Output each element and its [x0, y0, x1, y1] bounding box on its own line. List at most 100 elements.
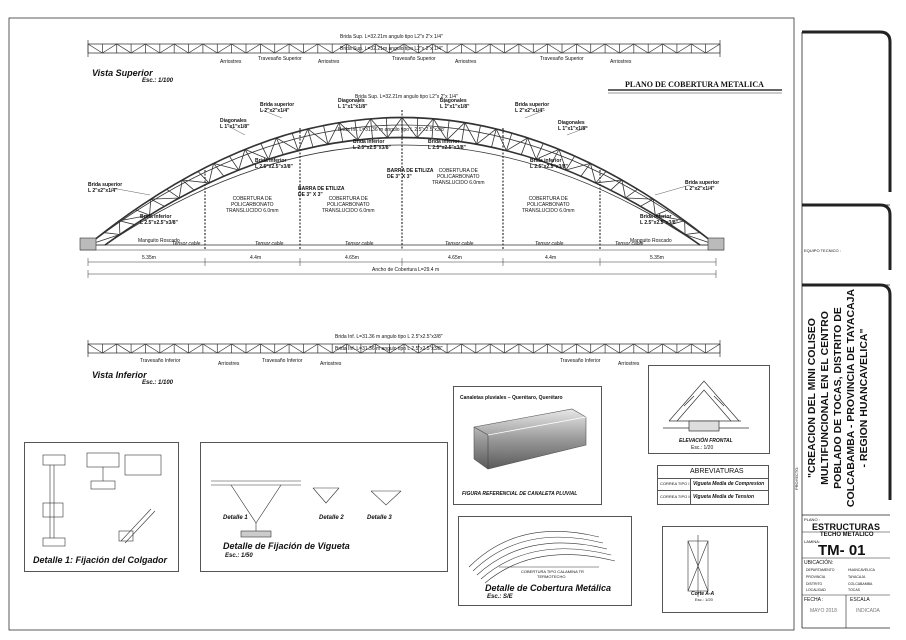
- cobertura-detail-label: COBERTURA TIPO CALAMINA TR: [521, 569, 584, 574]
- drawing-line: [590, 343, 606, 354]
- abrev-code-1: CORREA TIPO II: [660, 494, 691, 499]
- drawing-line: [461, 343, 477, 354]
- drawing-line: [604, 343, 620, 354]
- drawing-line: [346, 343, 362, 354]
- detalle1-graphic: [42, 452, 162, 547]
- drawing-line: [670, 220, 685, 225]
- drawing-line: [274, 43, 290, 54]
- drawing-line: [489, 43, 505, 54]
- drawing-line: [245, 43, 261, 54]
- drawing-line: [288, 343, 304, 354]
- drawing-line: [276, 137, 299, 152]
- drawing-line: [338, 122, 358, 141]
- drawing-line: [145, 343, 161, 354]
- bottom-view-scale: Esc.: 1/100: [142, 380, 174, 386]
- drawing-line: [446, 120, 450, 140]
- top-label-5: Travesaño Superior: [540, 56, 584, 62]
- bot-brida-label-2: Brida Inf. L=31.36 m angulo tipo L 2.5"x…: [335, 346, 443, 352]
- tb-plano-title: ESTRUCTURAS: [812, 522, 881, 532]
- drawing-line: [506, 132, 513, 151]
- tb-escala-label: ESCALA: [850, 597, 870, 603]
- drawing-line: [268, 137, 277, 160]
- drawing-line: [134, 209, 150, 216]
- drawing-line: [576, 343, 591, 354]
- detalle1-title: Detalle 1: Fijación del Colgador: [33, 555, 168, 565]
- tb-ub-k0: DEPARTAMENTO: [806, 568, 835, 572]
- drawing-line: [547, 43, 563, 54]
- tb-fecha-val: MAYO 2018: [810, 608, 837, 614]
- drawing-line: [150, 198, 165, 207]
- drawing-line: [159, 43, 175, 54]
- drawing-line: [418, 43, 433, 54]
- cobertura-detail-title: Detalle de Cobertura Metálica: [485, 583, 612, 593]
- drawing-line: [561, 43, 577, 54]
- drawing-line: [625, 197, 654, 200]
- manguito-l: Manguito Roscado: [138, 238, 180, 244]
- tb-lamina-num: TM- 01: [818, 542, 866, 559]
- drawing-line: [691, 343, 706, 354]
- bot-label-5: Arriostres: [618, 361, 640, 367]
- drawing-line: [533, 43, 548, 54]
- drawing-line: [354, 120, 359, 140]
- drawing-line: [506, 137, 528, 152]
- tensor-4: Tensor cable: [445, 241, 474, 247]
- corte-title: Corte A-A: [691, 591, 715, 597]
- title-block: EQUIPO TECNICO : PROYECTO: "CREACION DEL…: [794, 30, 892, 630]
- drawing-line: [103, 232, 120, 235]
- drawing-line: [662, 43, 678, 54]
- drawing-line: [432, 43, 448, 54]
- drawing-line: [317, 343, 333, 354]
- drawing-line: [202, 43, 218, 54]
- drawing-line: [491, 128, 497, 148]
- top-label-4: Arriostres: [455, 59, 477, 65]
- drawing-line: [260, 143, 269, 160]
- elev-frontal-scale: Esc.: 1/20: [691, 445, 714, 451]
- drawing-line: [260, 43, 275, 54]
- tb-plano-sub: TECHO METALICO: [820, 532, 874, 538]
- drawing-line: [385, 117, 388, 138]
- ancho-cobertura: Ancho de Cobertura L=29.4 m: [372, 267, 440, 273]
- drawing-line: [159, 343, 175, 354]
- drawing-line: [464, 122, 477, 145]
- cobertura-detail-scale: Esc.: S/E: [487, 594, 513, 600]
- drawing-line: [307, 128, 314, 148]
- drawing-line: [119, 214, 150, 222]
- drawing-line: [691, 43, 706, 54]
- drawing-line: [130, 43, 146, 54]
- drawing-line: [116, 343, 132, 354]
- drawing-line: [331, 343, 347, 354]
- drawing-line: [504, 43, 520, 54]
- drawing-line: [213, 163, 239, 171]
- canaleta-graphic: [473, 408, 587, 470]
- drawing-line: [590, 163, 597, 184]
- drawing-line: [197, 171, 210, 184]
- drawing-line: [625, 188, 638, 199]
- drawing-line: [604, 43, 620, 54]
- vigueta-scale: Esc.: 1/50: [225, 553, 253, 559]
- drawing-line: [360, 343, 376, 354]
- top-label-0: Arriostres: [220, 59, 242, 65]
- drawing-line: [550, 149, 560, 165]
- top-label-3: Travesaño Superior: [392, 56, 436, 62]
- bottom-view-title: Vista Inferior: [92, 370, 147, 380]
- drawing-line: [433, 118, 448, 141]
- drawing-line: [181, 179, 195, 191]
- abrev-desc-1: Vigueta Media de Tension: [693, 494, 755, 500]
- drawing-line: [208, 163, 214, 184]
- drawing-line: [130, 343, 146, 354]
- drawing-line: [621, 179, 626, 199]
- drawing-line: [403, 43, 419, 54]
- drawing-line: [580, 163, 591, 177]
- tb-equipo: EQUIPO TECNICO :: [804, 248, 841, 253]
- drawing-line: [87, 343, 103, 354]
- drawing-line: [705, 343, 721, 354]
- top-view-scale: Esc.: 1/100: [142, 78, 174, 84]
- drawing-line: [685, 232, 701, 235]
